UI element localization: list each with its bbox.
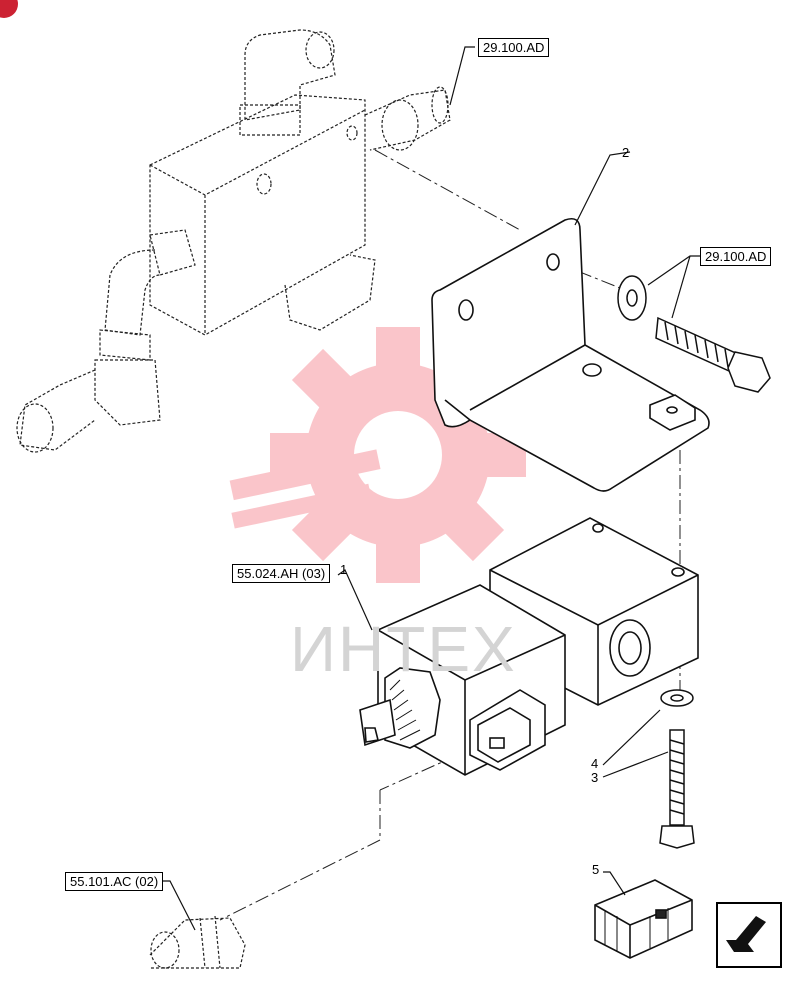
bolt-and-washer-upper (617, 275, 771, 393)
corner-badge (0, 0, 18, 18)
callout-4: 4 (591, 756, 599, 771)
ref-box-harness[interactable]: 55.101.AC (02) (65, 872, 164, 891)
next-page-button[interactable] (716, 902, 782, 968)
ref-box-solenoid[interactable]: 55.024.AH (03) (232, 564, 331, 583)
valve-block-dashed (16, 29, 451, 453)
callout-2: 2 (622, 145, 630, 160)
callout-5: 5 (592, 862, 600, 877)
watermark-text: ИНТЕХ (290, 613, 517, 685)
solenoid-coil-part-1 (359, 584, 566, 776)
ref-box-right[interactable]: 29.100.AD (700, 247, 772, 266)
callout-3: 3 (591, 770, 599, 785)
kit-box-part-5 (594, 879, 693, 959)
bolt-and-washer-lower (659, 689, 695, 849)
harness-connector-dashed (149, 915, 246, 969)
next-page-arrow-icon (726, 916, 766, 952)
leader-lines (163, 46, 700, 931)
callout-1: 1 (340, 562, 348, 577)
ref-box-top[interactable]: 29.100.AD (478, 38, 550, 57)
mounting-bracket-part-2 (431, 217, 710, 492)
